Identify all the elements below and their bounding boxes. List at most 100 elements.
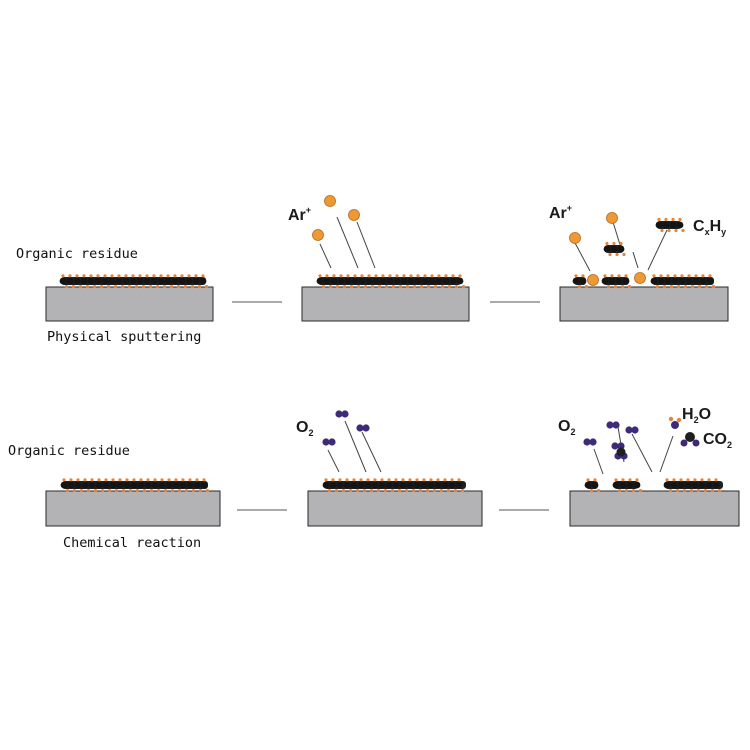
argon-label: Ar+ bbox=[549, 203, 572, 222]
carbon-atom bbox=[572, 277, 580, 285]
carbon-atom bbox=[393, 277, 401, 285]
carbon-atom bbox=[421, 277, 429, 285]
hydrogen-atom bbox=[341, 489, 346, 493]
hydrogen-atom bbox=[166, 274, 170, 278]
carbon-atom bbox=[428, 277, 436, 285]
hydrogen-atom bbox=[335, 285, 340, 289]
row2-bottom-label: Chemical reaction bbox=[63, 535, 201, 551]
oxygen-atom bbox=[341, 410, 349, 418]
hydrogen-atom bbox=[674, 228, 678, 233]
hydrogen-atom bbox=[376, 489, 381, 493]
hydrogen-atom bbox=[388, 274, 392, 278]
hydrogen-atom bbox=[188, 478, 192, 482]
hydrogen-atom bbox=[370, 285, 375, 289]
carbon-atom bbox=[407, 277, 415, 285]
hydrogen-atom bbox=[586, 478, 590, 482]
hydrogen-atom bbox=[664, 217, 668, 222]
hydrogen-atom bbox=[92, 285, 97, 289]
carbon-atom bbox=[172, 481, 180, 489]
hydrogen-atom bbox=[696, 489, 701, 493]
hydrogen-atom bbox=[167, 478, 171, 482]
carbon-atom bbox=[406, 481, 414, 489]
hydrogen-atom bbox=[363, 285, 368, 289]
hydrogen-atom bbox=[113, 285, 118, 289]
carbon-atom bbox=[706, 277, 714, 285]
carbon-atom bbox=[705, 481, 713, 489]
hydrogen-atom bbox=[657, 217, 661, 222]
hydrogen-atom bbox=[613, 285, 618, 289]
oxygen-label: O2 bbox=[296, 419, 313, 438]
hydrogen-atom bbox=[93, 489, 98, 493]
hydrogen-atom bbox=[451, 274, 455, 278]
hydrogen-atom bbox=[460, 489, 465, 493]
hydrogen-atom bbox=[127, 285, 132, 289]
carbon-atom bbox=[671, 277, 679, 285]
residue-film bbox=[584, 478, 601, 493]
carbon-atom bbox=[379, 277, 387, 285]
hydrogen-atom bbox=[114, 489, 119, 493]
substrate bbox=[307, 490, 483, 527]
hydrogen-atom bbox=[374, 274, 378, 278]
carbon-atom bbox=[617, 245, 625, 253]
hydrogen-atom bbox=[419, 285, 424, 289]
hydrogen-atom bbox=[704, 285, 709, 289]
hydrogen-atom bbox=[447, 285, 452, 289]
carbon-atom bbox=[116, 481, 124, 489]
hydrogen-atom bbox=[412, 285, 417, 289]
ion-trajectory bbox=[319, 243, 332, 269]
carbon-atom bbox=[677, 481, 685, 489]
oxygen-atom bbox=[322, 438, 330, 446]
hydrogen-atom bbox=[430, 274, 434, 278]
argon-ion bbox=[569, 232, 581, 244]
carbon-atom bbox=[130, 481, 138, 489]
oxygen-molecule bbox=[611, 442, 625, 450]
hydrogen-atom bbox=[596, 489, 601, 493]
hydrogen-atom bbox=[332, 274, 336, 278]
hydrogen-atom bbox=[422, 478, 426, 482]
hydrogen-atom bbox=[589, 489, 594, 493]
molecule-trajectory bbox=[631, 433, 653, 473]
hydrogen-atom bbox=[666, 274, 670, 278]
carbon-atom bbox=[414, 277, 422, 285]
oxygen-molecule bbox=[335, 410, 349, 418]
residue-film bbox=[572, 274, 589, 289]
hydrogen-atom bbox=[111, 478, 115, 482]
hydrogen-atom bbox=[669, 285, 674, 289]
carbon-atom bbox=[601, 277, 609, 285]
hydrogen-atom bbox=[103, 274, 107, 278]
hydrogen-atom bbox=[75, 274, 79, 278]
hydrogen-atom bbox=[391, 285, 396, 289]
hydrogen-atom bbox=[652, 274, 656, 278]
carbon-atom bbox=[456, 277, 464, 285]
hydrogen-atom bbox=[149, 489, 154, 493]
hydrogen-atom bbox=[429, 478, 433, 482]
hydrogen-atom bbox=[345, 478, 349, 482]
carbon-atom bbox=[378, 481, 386, 489]
hydrogen-atom bbox=[198, 489, 203, 493]
carbon-atom bbox=[699, 277, 707, 285]
hydrogen-atom bbox=[395, 274, 399, 278]
sputtered-fragment bbox=[603, 241, 626, 257]
hydrogen-atom bbox=[577, 285, 582, 289]
carbon-atom bbox=[399, 481, 407, 489]
carbon-atom bbox=[357, 481, 365, 489]
carbon-atom bbox=[80, 277, 88, 285]
hydrogen-atom bbox=[443, 478, 447, 482]
hydrogen-atom bbox=[655, 285, 660, 289]
carbon-atom bbox=[678, 277, 686, 285]
hydrogen-atom bbox=[86, 489, 91, 493]
hydrogen-atom bbox=[373, 478, 377, 482]
carbon-atom bbox=[122, 277, 130, 285]
hydrogen-atom bbox=[68, 274, 72, 278]
hydrogen-atom bbox=[672, 478, 676, 482]
residue-film bbox=[663, 478, 723, 493]
hydrogen-atom bbox=[318, 274, 322, 278]
oxygen-atom bbox=[612, 421, 620, 429]
residue-film bbox=[59, 274, 209, 289]
hydrogen-atom bbox=[603, 274, 607, 278]
carbon-atom bbox=[186, 481, 194, 489]
hydrogen-atom bbox=[425, 489, 430, 493]
residue-film bbox=[60, 478, 210, 493]
hydrogen-atom bbox=[170, 489, 175, 493]
